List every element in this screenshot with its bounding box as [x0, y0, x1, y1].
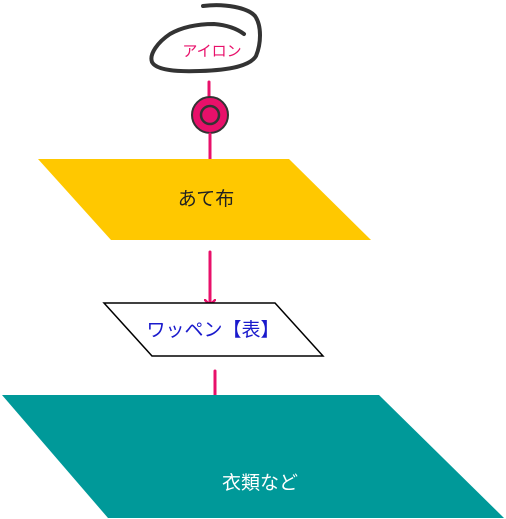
patch-label: ワッペン【表】: [146, 319, 279, 341]
garment-parallelogram: [2, 395, 504, 518]
patch-layer: ワッペン【表】: [102, 302, 325, 357]
pressure-point-icon: [191, 96, 229, 134]
iron-outline: [149, 3, 262, 74]
cloth-parallelogram: [38, 159, 371, 240]
cloth-layer: あて布: [38, 159, 371, 240]
patch-parallelogram: [102, 302, 325, 357]
garment-label: 衣類など: [222, 472, 298, 494]
iron-label: アイロン: [182, 42, 241, 60]
cloth-label: あて布: [178, 188, 235, 210]
garment-layer: 衣類など: [2, 395, 504, 518]
iron-shape: アイロン: [149, 3, 262, 74]
